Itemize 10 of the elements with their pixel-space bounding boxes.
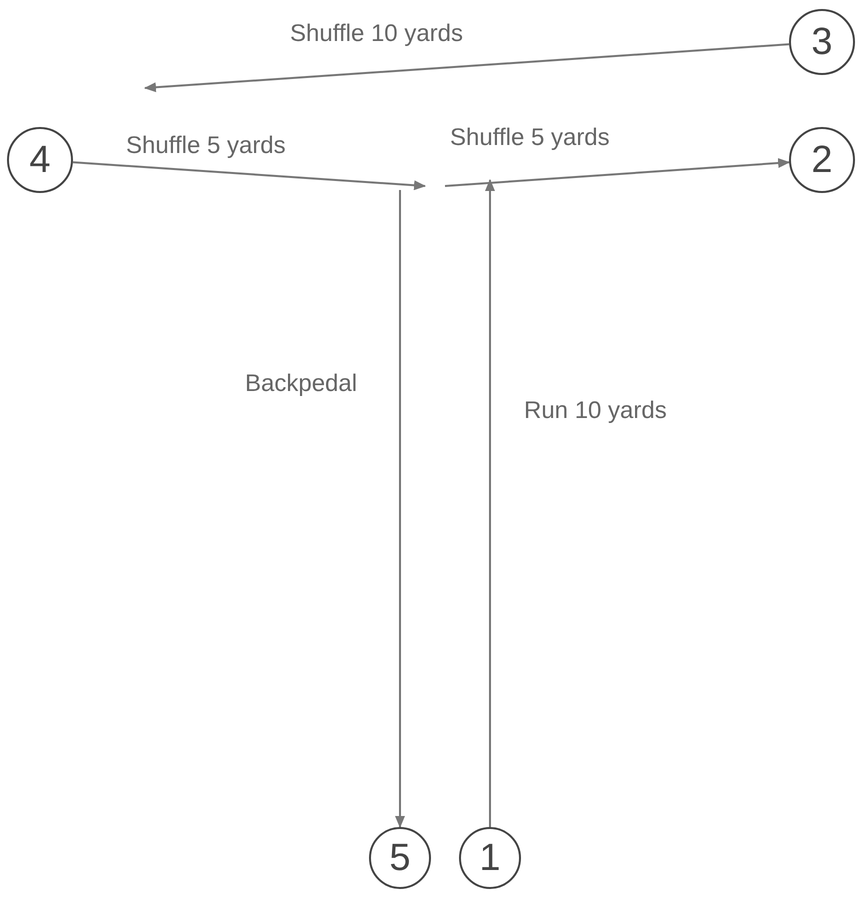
arrow: [444, 158, 790, 187]
arrow: [395, 190, 405, 828]
step-number: 2: [811, 141, 833, 179]
arrow: [144, 43, 790, 92]
step-number: 1: [479, 839, 501, 877]
step-number: 4: [29, 141, 51, 179]
step-number: 5: [389, 839, 411, 877]
arrow: [72, 161, 426, 190]
step-number: 3: [811, 23, 833, 61]
arrow: [485, 179, 495, 827]
